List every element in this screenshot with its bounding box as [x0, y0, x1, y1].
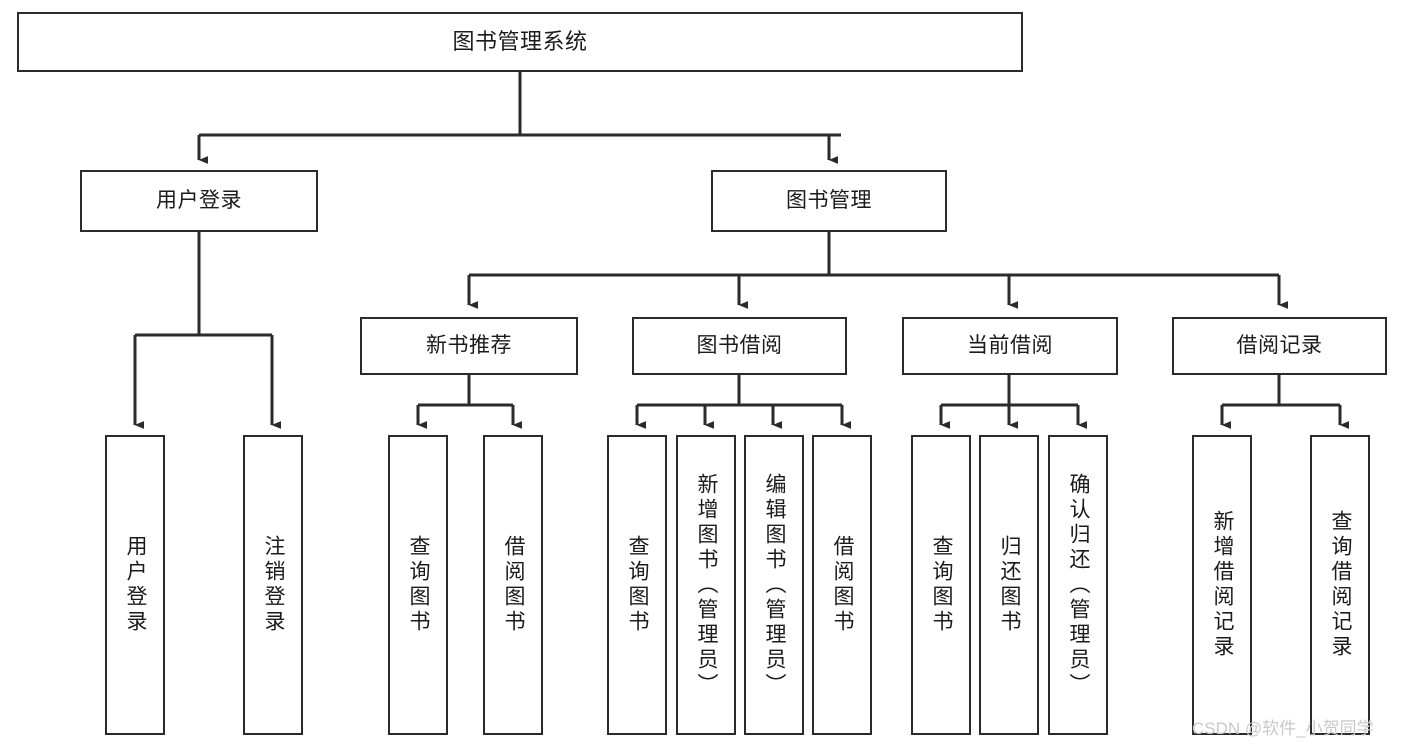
leaf-return-book-label: 归还图书: [998, 535, 1022, 635]
leaf-borrow-book-recommend[interactable]: 借阅图书: [483, 435, 543, 735]
node-user-login-label: 用户登录: [156, 188, 242, 212]
new-book-subtree-connectors: [416, 375, 523, 429]
leaf-query-borrow-record[interactable]: 查询借阅记录: [1310, 435, 1370, 735]
node-borrow-record-label: 借阅记录: [1236, 333, 1323, 357]
leaf-logout-label: 注销登录: [262, 535, 286, 635]
leaf-query-book-recommend[interactable]: 查询图书: [388, 435, 448, 735]
user-login-subtree-connectors: [133, 232, 282, 429]
current-borrow-subtree-connectors: [939, 375, 1088, 429]
node-book-management[interactable]: 图书管理: [711, 170, 947, 232]
leaf-return-book[interactable]: 归还图书: [979, 435, 1039, 735]
leaf-edit-book-admin[interactable]: 编辑图书（管理员）: [744, 435, 804, 735]
leaf-borrow-book-recommend-label: 借阅图书: [502, 535, 526, 635]
leaf-borrow-book[interactable]: 借阅图书: [812, 435, 872, 735]
root-to-level2-connectors: [197, 72, 841, 164]
leaf-edit-book-admin-label: 编辑图书（管理员）: [763, 472, 787, 698]
node-book-borrow-label: 图书借阅: [696, 333, 783, 357]
node-new-book-recommend[interactable]: 新书推荐: [360, 317, 578, 375]
node-book-management-label: 图书管理: [786, 188, 872, 212]
node-root-system-label: 图书管理系统: [452, 29, 588, 55]
leaf-add-book-admin-label: 新增图书（管理员）: [695, 472, 719, 698]
node-current-borrow[interactable]: 当前借阅: [902, 317, 1118, 375]
leaf-query-book-borrow-label: 查询图书: [626, 535, 650, 635]
leaf-confirm-return-admin[interactable]: 确认归还（管理员）: [1048, 435, 1108, 735]
node-user-login[interactable]: 用户登录: [80, 170, 318, 232]
leaf-query-borrow-record-label: 查询借阅记录: [1329, 510, 1353, 660]
leaf-add-borrow-record[interactable]: 新增借阅记录: [1192, 435, 1252, 735]
node-new-book-recommend-label: 新书推荐: [426, 333, 512, 357]
leaf-query-book-current[interactable]: 查询图书: [911, 435, 971, 735]
leaf-query-book-recommend-label: 查询图书: [407, 535, 431, 635]
leaf-borrow-book-label: 借阅图书: [831, 535, 855, 635]
leaf-add-borrow-record-label: 新增借阅记录: [1211, 510, 1235, 660]
leaf-add-book-admin[interactable]: 新增图书（管理员）: [676, 435, 736, 735]
leaf-query-book-current-label: 查询图书: [930, 535, 954, 635]
node-root-system[interactable]: 图书管理系统: [17, 12, 1023, 72]
leaf-query-book-borrow[interactable]: 查询图书: [607, 435, 667, 735]
node-current-borrow-label: 当前借阅: [967, 333, 1053, 357]
leaf-logout[interactable]: 注销登录: [243, 435, 303, 735]
leaf-user-login[interactable]: 用户登录: [105, 435, 165, 735]
leaf-confirm-return-admin-label: 确认归还（管理员）: [1067, 472, 1091, 698]
book-borrow-subtree-connectors: [635, 375, 852, 429]
book-management-subtree-connectors: [467, 232, 1289, 309]
borrow-record-subtree-connectors: [1220, 375, 1350, 429]
node-borrow-record[interactable]: 借阅记录: [1172, 317, 1387, 375]
leaf-user-login-label: 用户登录: [124, 535, 148, 635]
node-book-borrow[interactable]: 图书借阅: [632, 317, 847, 375]
